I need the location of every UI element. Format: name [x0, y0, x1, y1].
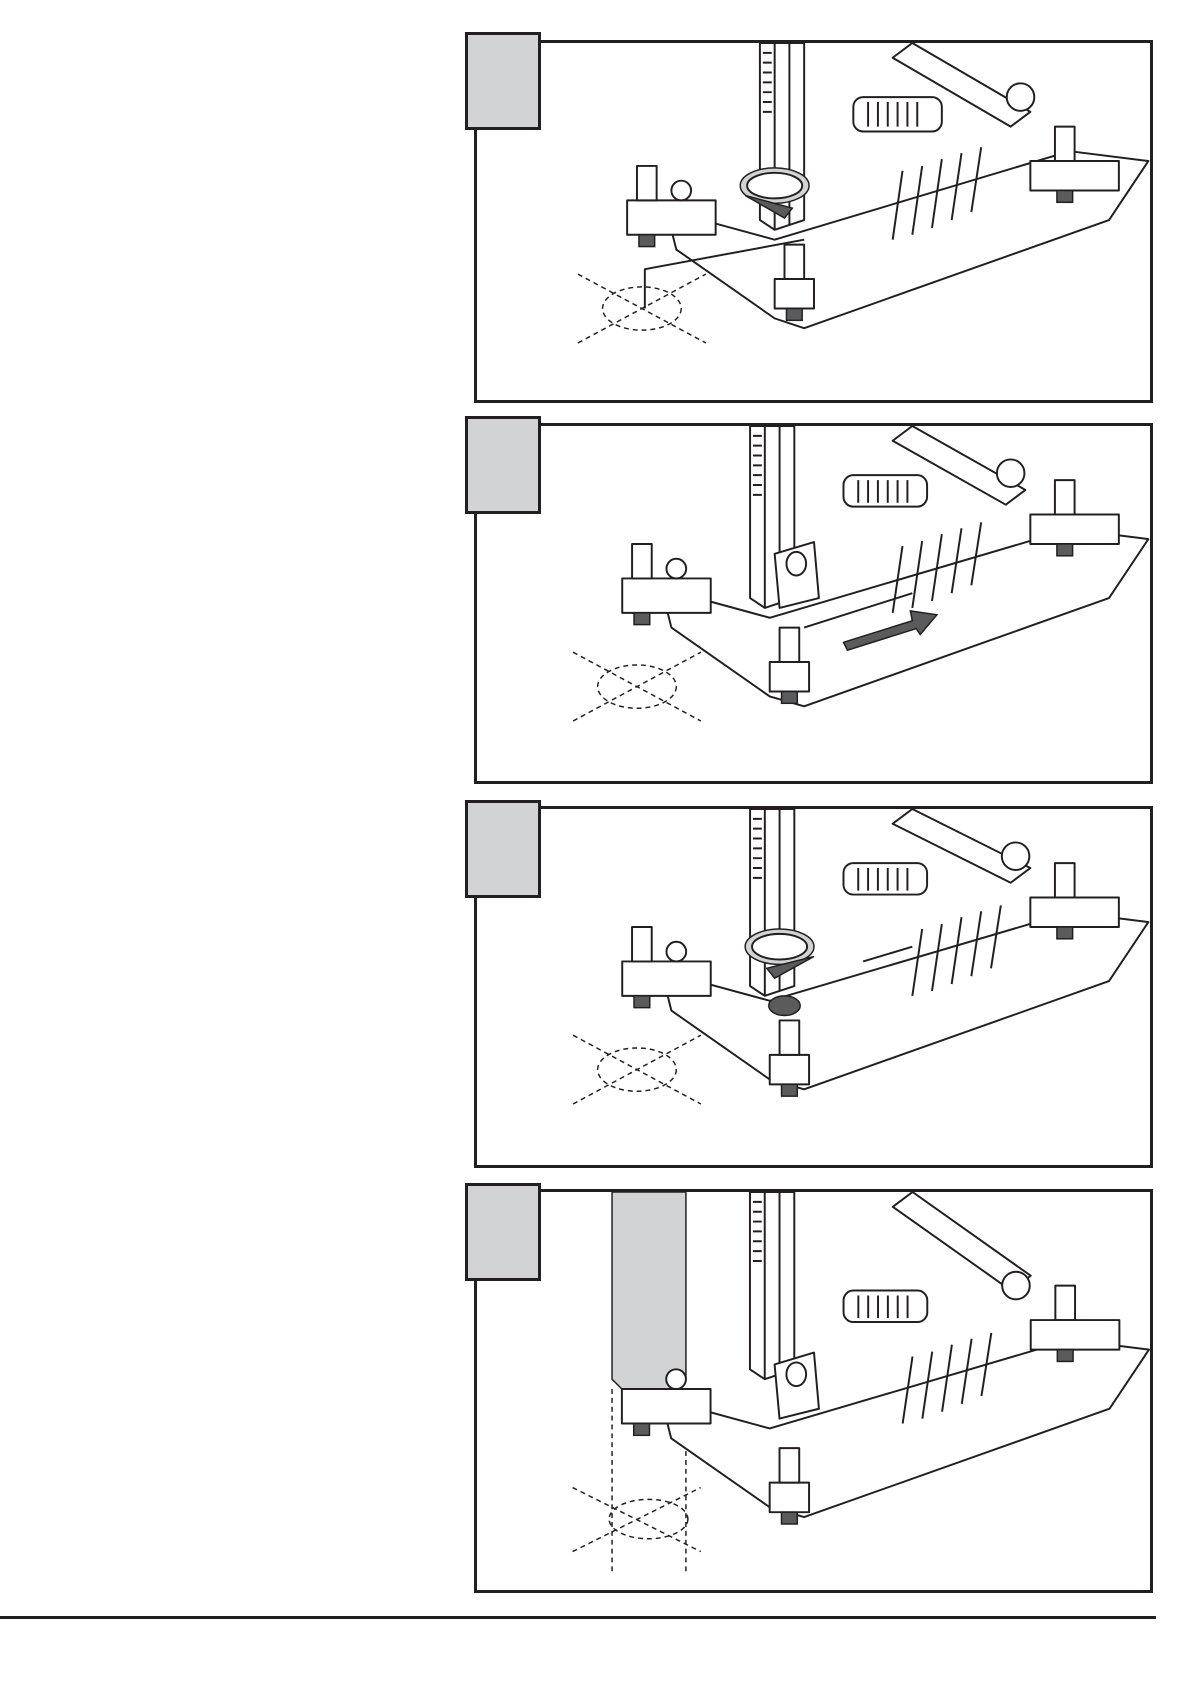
step-number-badge-1: [465, 32, 541, 130]
step-number-badge-4: [465, 1183, 541, 1281]
step-number-badge-3: [465, 800, 541, 898]
step-panel-4: [474, 1189, 1153, 1593]
drill-stand-illustration: [477, 426, 1150, 781]
footer-divider: [0, 1616, 1156, 1619]
step-panel-1: [474, 40, 1153, 403]
drill-stand-illustration: [477, 1192, 1150, 1590]
step-panel-3: [474, 806, 1153, 1168]
drill-stand-illustration: [477, 809, 1150, 1165]
step-number-badge-2: [465, 416, 541, 514]
drill-stand-illustration: [477, 43, 1150, 400]
step-panel-2: [474, 423, 1153, 784]
